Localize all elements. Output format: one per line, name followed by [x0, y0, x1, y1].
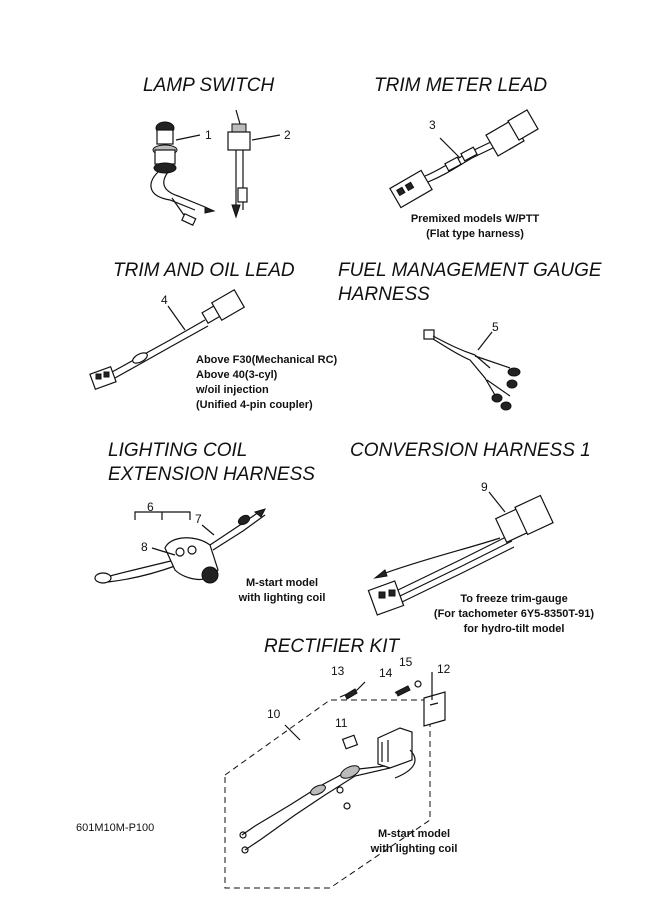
- callout-1: 1: [205, 128, 212, 142]
- trim-oil-lead-part-4: [89, 289, 246, 391]
- rectifier-kit-parts-10-15: [224, 672, 446, 889]
- callout-12: 12: [437, 662, 451, 676]
- callout-7: 7: [195, 512, 202, 526]
- note-conversion-line-2: (For tachometer 6Y5-8350T-91): [433, 608, 595, 620]
- title-conversion-harness: CONVERSION HARNESS 1: [350, 440, 591, 461]
- callout-14: 14: [379, 666, 393, 680]
- title-lamp-switch: LAMP SWITCH: [143, 75, 275, 96]
- conversion-harness-part-9: [367, 491, 554, 616]
- note-lighting-coil-line-2: with lighting coil: [238, 592, 326, 604]
- callout-9: 9: [481, 480, 488, 494]
- title-trim-meter-lead: TRIM METER LEAD: [374, 75, 548, 96]
- note-rectifier-kit: M-start model with lighting coil: [360, 827, 468, 857]
- note-lighting-coil: M-start model with lighting coil: [228, 576, 336, 606]
- note-trim-oil-line-1: Above F30(Mechanical RC): [196, 354, 338, 366]
- title-lighting-coil-line-1: LIGHTING COIL: [108, 440, 248, 461]
- note-trim-meter-line-1: Premixed models W/PTT: [410, 213, 540, 225]
- title-fuel-gauge-line-1: FUEL MANAGEMENT GAUGE: [338, 260, 602, 281]
- title-lighting-coil-line-2: EXTENSION HARNESS: [108, 464, 315, 485]
- note-rectifier-line-2: with lighting coil: [370, 843, 458, 855]
- callout-15: 15: [399, 655, 413, 669]
- callout-6: 6: [147, 500, 154, 514]
- callout-4: 4: [161, 293, 168, 307]
- callout-5: 5: [492, 320, 499, 334]
- note-trim-oil-line-2: Above 40(3-cyl): [196, 369, 278, 381]
- note-trim-oil-line-3: w/oil injection: [196, 384, 269, 396]
- note-trim-oil-line-4: (Unified 4-pin coupler): [196, 399, 313, 411]
- page-code: 601M10M-P100: [76, 822, 155, 834]
- note-conversion-line-3: for hydro-tilt model: [463, 623, 565, 635]
- callout-11: 11: [335, 716, 348, 730]
- callout-13: 13: [331, 664, 345, 678]
- note-trim-meter-line-2: (Flat type harness): [426, 228, 524, 240]
- note-trim-oil-lead: Above F30(Mechanical RC) Above 40(3-cyl)…: [196, 353, 337, 413]
- title-rectifier-kit: RECTIFIER KIT: [264, 636, 400, 657]
- note-lighting-coil-line-1: M-start model: [245, 577, 319, 589]
- callout-3: 3: [429, 118, 436, 132]
- callout-2: 2: [284, 128, 291, 142]
- callout-10: 10: [267, 707, 281, 721]
- fuel-gauge-harness-part-5: [423, 329, 521, 411]
- lighting-coil-harness-parts-6-8: [94, 508, 266, 584]
- lamp-switch-part-2: [227, 109, 281, 219]
- title-trim-oil-lead: TRIM AND OIL LEAD: [113, 260, 295, 281]
- note-conversion-harness: To freeze trim-gauge (For tachometer 6Y5…: [418, 592, 610, 637]
- callout-8: 8: [141, 540, 148, 554]
- trim-meter-lead-part-3: [389, 109, 539, 209]
- lamp-switch-part-1: [150, 121, 216, 226]
- note-trim-meter-lead: Premixed models W/PTT (Flat type harness…: [400, 212, 550, 242]
- note-rectifier-line-1: M-start model: [377, 828, 451, 840]
- title-fuel-gauge-line-2: HARNESS: [338, 284, 430, 305]
- note-conversion-line-1: To freeze trim-gauge: [460, 593, 568, 605]
